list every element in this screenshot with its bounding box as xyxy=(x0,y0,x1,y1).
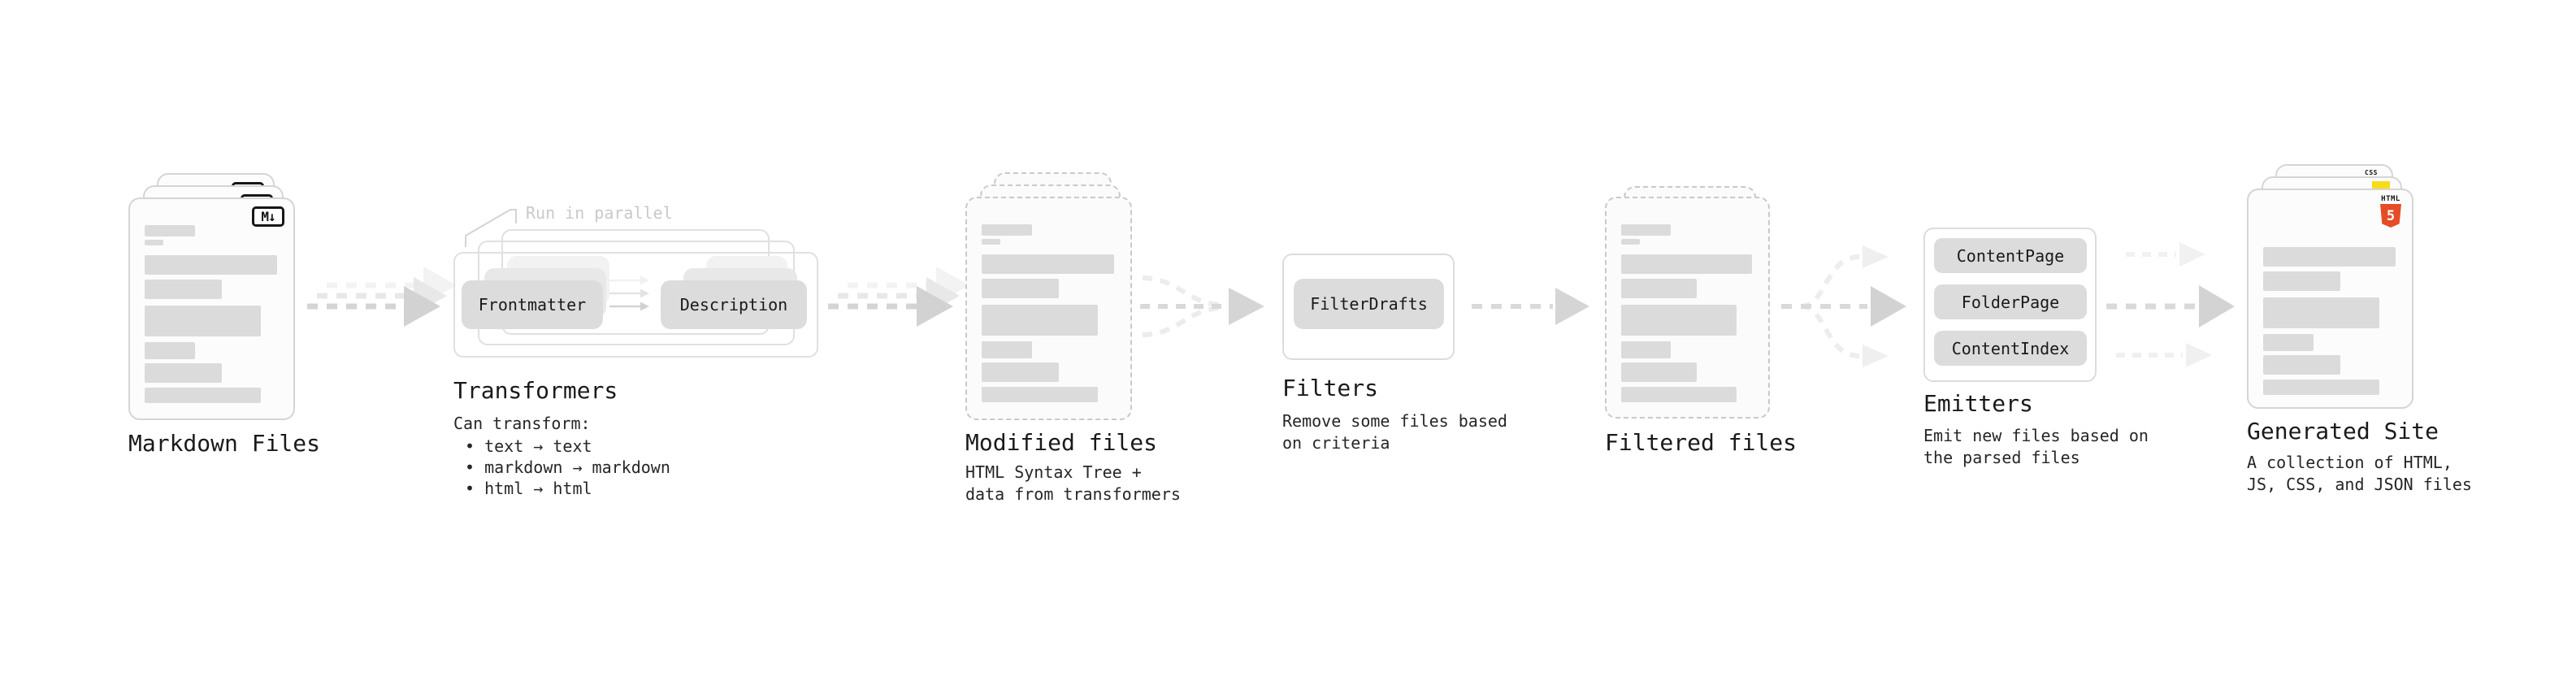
transformers-desc-heading: Can transform: xyxy=(453,414,591,433)
modified-files-sub: data from transformers xyxy=(965,484,1181,504)
arrow-filtered-to-emitters xyxy=(1781,245,1906,367)
emitters-label: Emitters xyxy=(1923,390,2033,417)
arrow-emitters-to-generated xyxy=(2106,242,2235,367)
run-in-parallel-annotation: Run in parallel xyxy=(526,203,673,223)
filtered-files-label: Filtered files xyxy=(1605,429,1798,456)
emitters-sub: Emit new files based on xyxy=(1923,426,2149,445)
filters-sub: on criteria xyxy=(1282,433,1390,453)
pill-folderpage: FolderPage xyxy=(1934,284,2087,319)
file-content-bars xyxy=(982,224,1114,402)
markdown-file-card-front: M↓ xyxy=(128,197,295,420)
generated-site-label: Generated Site xyxy=(2247,418,2439,445)
arrow-filters-to-filtered xyxy=(1472,288,1589,325)
pill-description: Description xyxy=(661,280,807,329)
arrow-modified-to-filters xyxy=(1140,275,1264,337)
transformers-bullet: • markdown → markdown xyxy=(465,458,670,477)
pill-filterdrafts: FilterDrafts xyxy=(1294,279,1444,329)
html5-icon: HTML 5 xyxy=(2379,195,2403,228)
filtered-file-card-front xyxy=(1605,197,1770,419)
pill-frontmatter: Frontmatter xyxy=(462,280,603,329)
generated-site-sub: A collection of HTML, xyxy=(2247,453,2452,472)
modified-files-sub: HTML Syntax Tree + xyxy=(965,462,1142,482)
markdown-files-label: Markdown Files xyxy=(128,430,321,457)
filters-label: Filters xyxy=(1282,375,1379,401)
transformers-bullet: • html → html xyxy=(465,479,592,498)
transformers-group-box-front xyxy=(453,252,818,358)
file-content-bars xyxy=(1621,224,1752,402)
file-content-bars xyxy=(145,225,277,403)
annotation-leader-line xyxy=(465,209,517,247)
transformers-bullet: • text → text xyxy=(465,436,592,456)
generated-site-sub: JS, CSS, and JSON files xyxy=(2247,475,2472,494)
emitters-sub: the parsed files xyxy=(1923,448,2080,467)
generated-site-card-front: HTML 5 xyxy=(2247,189,2413,409)
markdown-icon: M↓ xyxy=(252,206,284,227)
modified-file-card-front xyxy=(965,197,1132,420)
transformers-label: Transformers xyxy=(453,377,618,404)
filters-sub: Remove some files based xyxy=(1282,411,1507,431)
file-content-bars xyxy=(2263,247,2396,395)
parallel-arrows-icon xyxy=(609,275,649,311)
modified-files-label: Modified files xyxy=(965,429,1158,456)
arrow-markdown-to-transformers xyxy=(307,267,457,327)
pill-contentindex: ContentIndex xyxy=(1934,331,2087,366)
pill-contentpage: ContentPage xyxy=(1934,238,2087,273)
arrow-transformers-to-modified xyxy=(828,267,969,327)
